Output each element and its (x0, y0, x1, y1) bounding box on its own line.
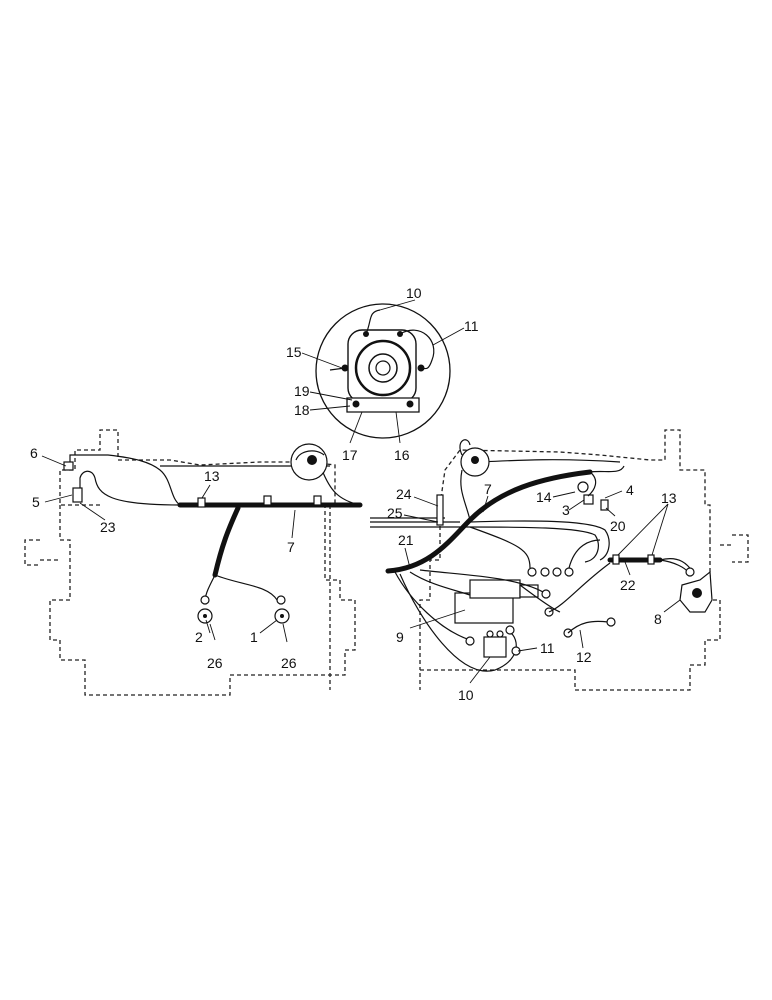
callout-9: 9 (396, 629, 404, 645)
callout-24: 24 (396, 486, 412, 502)
callout-4: 4 (626, 482, 634, 498)
callout-26-left: 26 (207, 655, 223, 671)
callout-25: 25 (387, 505, 403, 521)
callout-5: 5 (32, 494, 40, 510)
callout-23: 23 (100, 519, 116, 535)
callout-7-right: 7 (484, 481, 492, 497)
callout-numbers: 10 11 15 19 18 17 16 6 5 23 13 7 2 1 26 … (30, 285, 677, 703)
callout-22: 22 (620, 577, 636, 593)
callout-13-left: 13 (204, 468, 220, 484)
callout-26-right: 26 (281, 655, 297, 671)
callout-12: 12 (576, 649, 592, 665)
callout-10-bottom: 10 (458, 687, 474, 703)
callout-16: 16 (394, 447, 410, 463)
callout-17: 17 (342, 447, 358, 463)
callout-1: 1 (250, 629, 258, 645)
callout-7-left: 7 (287, 539, 295, 555)
callout-6: 6 (30, 445, 38, 461)
callout-2: 2 (195, 629, 203, 645)
callout-11-top: 11 (464, 318, 479, 334)
callout-18: 18 (294, 402, 310, 418)
detail-circle-starter (315, 303, 451, 439)
callout-15: 15 (286, 344, 302, 360)
right-wiring (370, 439, 713, 672)
callout-11-bottom: 11 (540, 640, 555, 656)
callout-19: 19 (294, 383, 310, 399)
callout-8: 8 (654, 611, 662, 627)
callout-10-top: 10 (406, 285, 422, 301)
callout-21: 21 (398, 532, 414, 548)
callout-14: 14 (536, 489, 552, 505)
callout-leaders (41, 299, 681, 684)
callout-13-right: 13 (661, 490, 677, 506)
callout-3: 3 (562, 502, 570, 518)
callout-20: 20 (610, 518, 626, 534)
left-wiring (63, 443, 363, 624)
